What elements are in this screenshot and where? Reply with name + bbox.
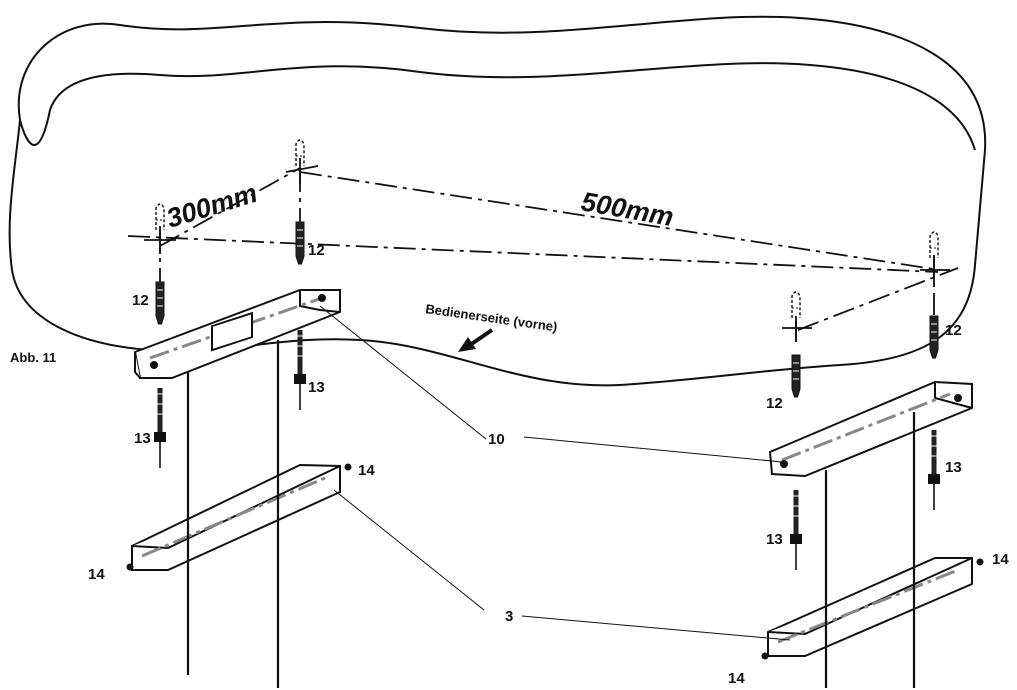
callout-14-d: 14 bbox=[728, 670, 745, 687]
ceiling-slab bbox=[8, 15, 987, 387]
crosshair-marks bbox=[144, 158, 950, 340]
callout-12-b: 12 bbox=[308, 242, 325, 259]
callout-14-b: 14 bbox=[88, 566, 105, 583]
callout-10: 10 bbox=[488, 431, 505, 448]
threaded-rods bbox=[186, 340, 916, 688]
screws bbox=[126, 463, 984, 660]
right-tray bbox=[767, 557, 973, 657]
operator-side-arrow-icon bbox=[458, 328, 494, 352]
callout-14-a: 14 bbox=[358, 462, 375, 479]
leader-lines bbox=[319, 305, 791, 641]
callout-12-c: 12 bbox=[766, 395, 783, 412]
left-bracket bbox=[133, 289, 341, 379]
right-bracket bbox=[768, 380, 973, 478]
callout-14-c: 14 bbox=[992, 551, 1009, 568]
callout-13-a: 13 bbox=[134, 430, 151, 447]
callout-12-d: 12 bbox=[945, 322, 962, 339]
callout-13-b: 13 bbox=[308, 379, 325, 396]
left-tray bbox=[131, 463, 341, 571]
callout-3: 3 bbox=[505, 608, 513, 625]
figure-caption: Abb. 11 bbox=[10, 350, 56, 365]
callout-12-a: 12 bbox=[132, 292, 149, 309]
callout-13-d: 13 bbox=[945, 459, 962, 476]
callout-13-c: 13 bbox=[766, 531, 783, 548]
